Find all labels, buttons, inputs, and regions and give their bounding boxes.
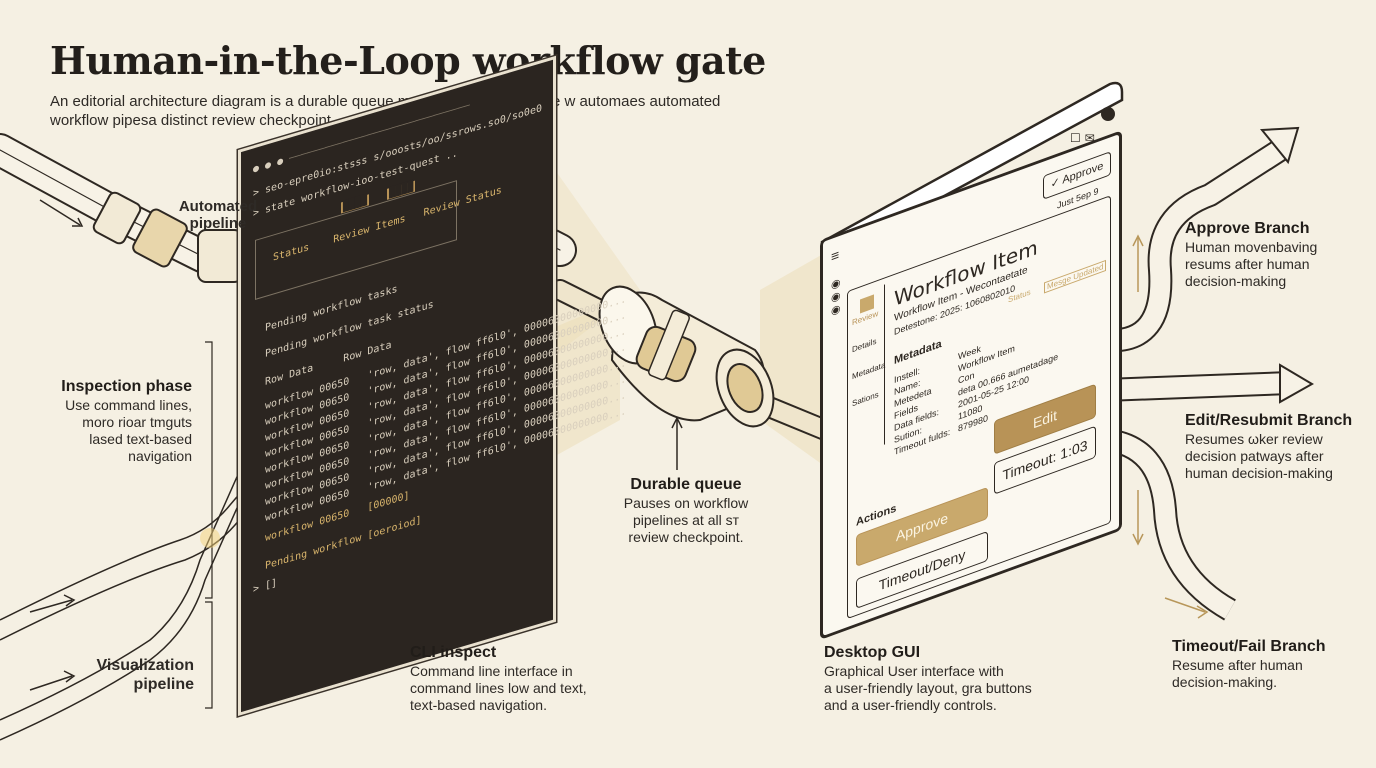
timeout-branch-heading: Timeout/Fail Branch: [1172, 638, 1326, 655]
approve-branch-label: Approve Branch Human movenbaving resums …: [1185, 220, 1355, 290]
branch-arrowheads: [1259, 126, 1314, 404]
automated-pipeline-label: Automated pipeline: [158, 198, 278, 232]
timeout-branch-label: Timeout/Fail Branch Resume after human d…: [1172, 638, 1352, 691]
visualization-pipeline: [0, 469, 261, 741]
cli-inspect-body: Command line interface in command lines …: [410, 663, 587, 713]
sidebar-item-sations[interactable]: Sations: [852, 389, 879, 409]
terminal-prompt[interactable]: > []: [253, 577, 278, 596]
desktop-gui-heading: Desktop GUI: [824, 644, 921, 661]
approve-branch-body: Human movenbaving resums after human dec…: [1185, 239, 1318, 289]
automated-pipeline-text: Automated pipeline: [178, 198, 258, 232]
gui-window-dots: ◉◉◉: [831, 276, 841, 318]
gui-sidebar: Review Details Metadata Sations: [852, 284, 886, 457]
durable-queue-body: Pauses on workflow pipelines at all ѕт r…: [623, 495, 749, 545]
branch-small-arrows: [1132, 234, 1209, 619]
menu-icon[interactable]: ≡: [831, 246, 840, 265]
edit-branch-label: Edit/Resubmit Branch Resumes ωker review…: [1185, 412, 1365, 482]
cli-terminal-window[interactable]: ● ● ● ────────────────────────────── > s…: [238, 55, 626, 717]
durable-queue-heading: Durable queue: [630, 476, 742, 493]
inspection-brace: [205, 341, 213, 709]
metadata-heading: Metadata: [894, 337, 942, 368]
status-chip: Mesge Updated: [1044, 259, 1107, 294]
inspection-phase-heading: Inspection phase: [61, 378, 192, 395]
visualization-pipeline-label: Visualization pipeline: [40, 656, 194, 694]
inspection-phase-body: Use command lines, moro rioar tmguts las…: [65, 397, 192, 464]
edit-branch-body: Resumes ωker review decision patways aft…: [1185, 431, 1333, 481]
inspection-phase-label: Inspection phase Use command lines, moro…: [30, 378, 192, 465]
sidebar-item-details[interactable]: Details: [852, 336, 877, 355]
edit-branch-heading: Edit/Resubmit Branch: [1185, 412, 1353, 429]
cli-terminal-screen[interactable]: ● ● ● ────────────────────────────── > s…: [238, 55, 626, 717]
cli-inspect-heading: CLI inspect: [410, 644, 497, 661]
page-title: Human-in-the-Loop workflow gate: [50, 38, 766, 83]
top-approve-label: Approve: [1062, 159, 1104, 187]
desktop-gui-body: Graphical User interface with a user-fri…: [824, 663, 1032, 713]
desktop-gui-label: Desktop GUI Graphical User interface wit…: [824, 644, 1084, 714]
timeout-branch-body: Resume after human decision-making.: [1172, 657, 1303, 690]
durable-queue-cylinder: [598, 285, 775, 428]
sidebar-item-metadata[interactable]: Metadata: [852, 360, 886, 382]
cli-inspect-label: CLI inspect Command line interface in co…: [410, 644, 650, 714]
terminal-line: Pending workflow [oeroiod]: [253, 514, 422, 576]
branch-pipes: [1103, 139, 1291, 621]
visualization-pipeline-text: Visualization pipeline: [96, 657, 194, 693]
durable-queue-label: Durable queue Pauses on workflow pipelin…: [604, 476, 768, 546]
approve-branch-heading: Approve Branch: [1185, 220, 1310, 237]
